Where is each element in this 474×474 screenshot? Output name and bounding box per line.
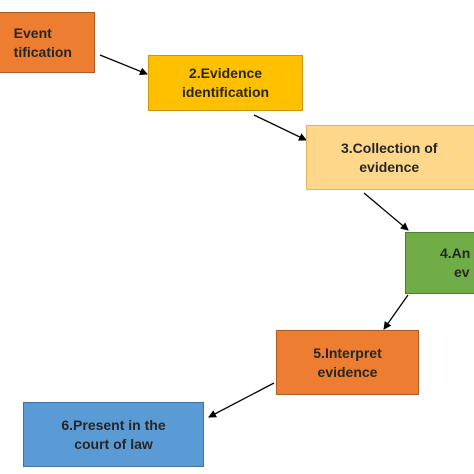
step-4-line2: ev — [454, 264, 470, 280]
step-4-analyze-evidence: 4.An ev — [405, 232, 474, 294]
step-5-line2: evidence — [317, 363, 378, 380]
step-6-line2: court of law — [74, 435, 153, 452]
step-2-line1: 2.Evidence — [188, 65, 263, 81]
step-5-interpret-evidence: 5.Interpret evidence — [276, 330, 419, 395]
step-2-line2: identification — [181, 84, 270, 100]
step-3-line2: evidence — [359, 158, 420, 175]
arrow-4-to-5 — [383, 294, 409, 330]
arrow-1-to-2 — [99, 54, 148, 76]
step-5-line1: 5.Interpret — [313, 344, 382, 361]
arrow-5-to-6 — [208, 382, 275, 418]
step-1-event-identification: Event tification — [0, 12, 95, 73]
step-1-line2: tification — [13, 43, 72, 60]
step-6-line1: 6.Present in the — [61, 416, 166, 433]
arrow-2-to-3 — [253, 114, 307, 141]
step-3-line1: 3.Collection of — [341, 139, 438, 156]
arrow-3-to-4 — [363, 192, 409, 231]
step-3-collection-of-evidence: 3.Collection of evidence — [306, 125, 474, 190]
step-6-present-in-court: 6.Present in the court of law — [23, 402, 204, 467]
step-1-line1: Event — [13, 24, 52, 41]
step-4-line1: 4.An — [440, 245, 471, 261]
step-2-evidence-identification: 2.Evidence identification — [148, 55, 303, 111]
